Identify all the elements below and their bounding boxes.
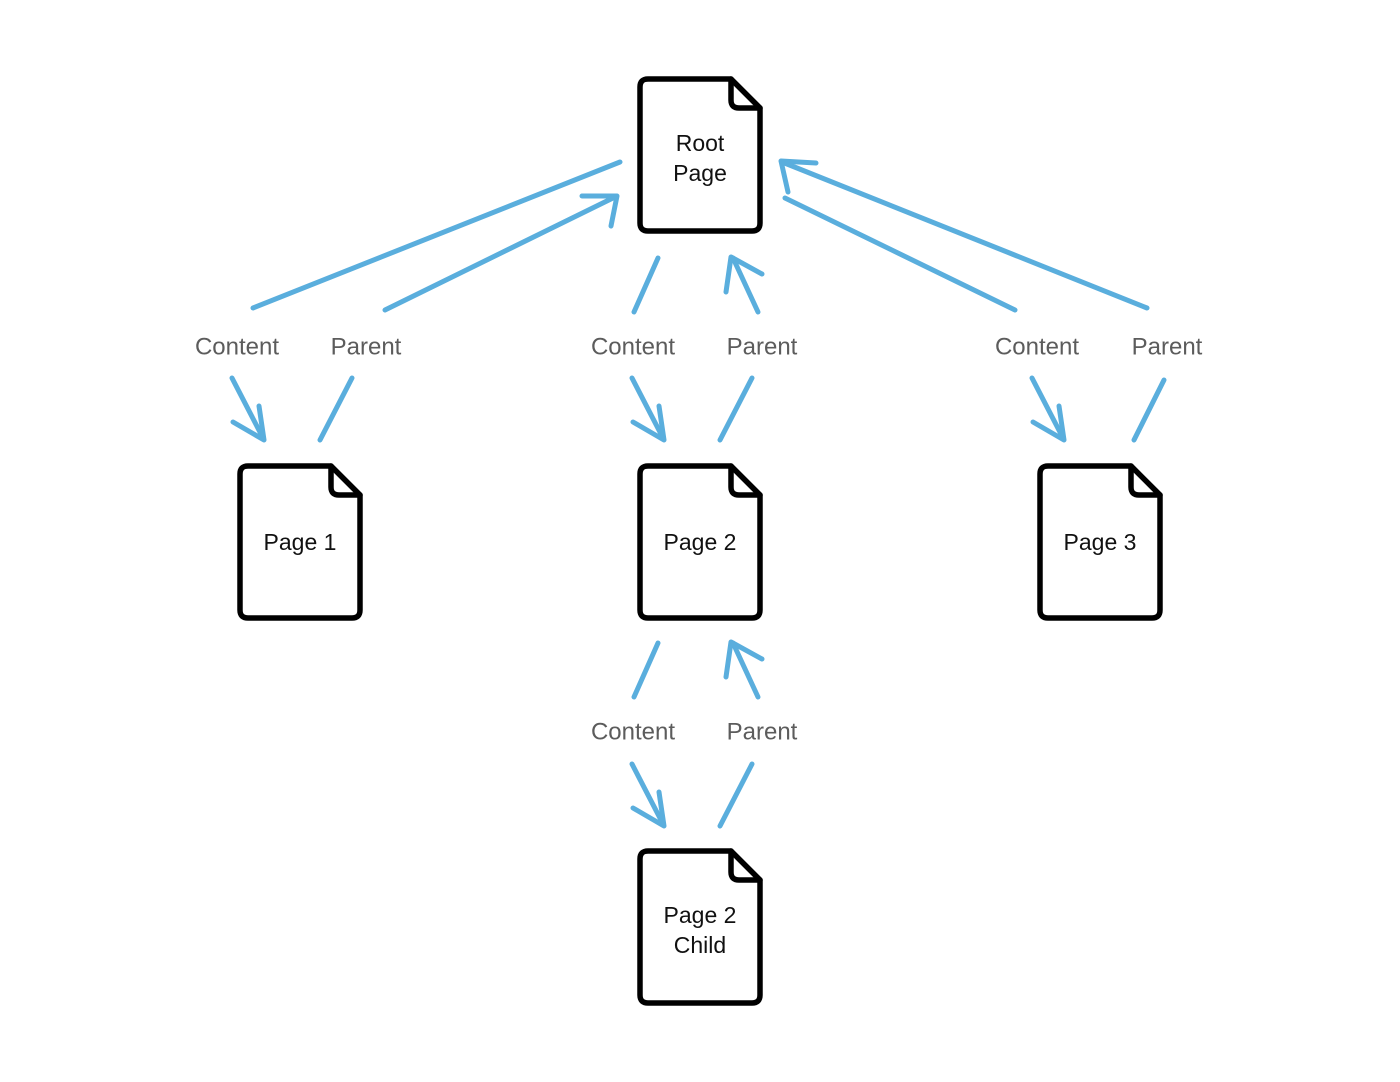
edge-label-bottom-parent: Parent xyxy=(727,718,798,745)
node-label-page3: Page 3 xyxy=(1064,529,1137,555)
arrowhead-bottom-parent-up xyxy=(723,639,765,680)
edge-label-left-content: Content xyxy=(195,333,279,360)
edge-line-left-content-lower xyxy=(229,375,265,439)
edge-line-bottom-parent-upper xyxy=(730,640,761,700)
arrowhead-center-parent-up xyxy=(723,254,765,295)
arrowhead-bottom-content-down xyxy=(630,789,667,829)
edge-label-center-parent: Parent xyxy=(727,333,798,360)
node-page-2[interactable]: Page 2 xyxy=(637,463,763,621)
edge-line-center-parent-upper xyxy=(730,255,761,315)
node-page-1[interactable]: Page 1 xyxy=(237,463,363,621)
edge-line-center-parent-lower xyxy=(717,375,755,443)
arrowhead-left-parent-up xyxy=(579,193,620,229)
node-root-page[interactable]: Root Page xyxy=(637,76,763,234)
node-label-root-line2: Page xyxy=(673,160,727,186)
edge-line-right-content-upper xyxy=(782,195,1018,313)
edge-line-right-content-lower xyxy=(1029,375,1065,439)
node-page-3[interactable]: Page 3 xyxy=(1037,463,1163,621)
document-icon-page2 xyxy=(637,463,763,621)
edge-line-left-parent-upper xyxy=(382,194,618,313)
node-label-page2: Page 2 xyxy=(664,529,737,555)
document-icon-root xyxy=(637,76,763,234)
edge-line-bottom-content-upper xyxy=(631,640,661,700)
document-fold-page3 xyxy=(1128,463,1163,498)
arrowhead-left-content-down xyxy=(230,403,267,443)
document-fold-page2child xyxy=(728,848,763,883)
edge-root-content-page2 xyxy=(629,255,667,443)
document-fold-root xyxy=(728,76,763,111)
edge-root-content-page1 xyxy=(229,159,623,443)
document-fold-page2 xyxy=(728,463,763,498)
edge-line-bottom-parent-lower xyxy=(717,761,755,829)
edge-line-left-parent-lower xyxy=(317,375,355,443)
node-label-root-line1: Root xyxy=(676,130,725,156)
document-icon-page3 xyxy=(1037,463,1163,621)
edge-root-content-page3 xyxy=(782,195,1067,443)
node-label-page2child-line1: Page 2 xyxy=(664,902,737,928)
arrowhead-right-parent-up xyxy=(778,158,819,195)
document-icon-page1 xyxy=(237,463,363,621)
edge-page2-parent-root xyxy=(717,254,765,443)
edge-label-right-parent: Parent xyxy=(1132,333,1203,360)
edge-label-left-parent: Parent xyxy=(331,333,402,360)
edge-page1-parent-root xyxy=(317,193,620,443)
edge-page2-content-child xyxy=(629,640,667,829)
edge-label-right-content: Content xyxy=(995,333,1079,360)
document-icon-page2child xyxy=(637,848,763,1006)
node-label-page1: Page 1 xyxy=(264,529,337,555)
edge-line-right-parent-lower xyxy=(1131,377,1167,443)
edge-line-center-content-lower xyxy=(629,375,665,439)
edge-line-center-content-upper xyxy=(631,255,661,315)
node-page-2-child[interactable]: Page 2 Child xyxy=(637,848,763,1006)
edge-label-center-content: Content xyxy=(591,333,675,360)
node-label-page2child-line2: Child xyxy=(674,932,726,958)
edge-line-left-content-upper xyxy=(250,159,623,311)
edge-line-bottom-content-lower xyxy=(629,761,665,825)
edge-line-right-parent-upper xyxy=(779,159,1150,311)
edge-label-bottom-content: Content xyxy=(591,718,675,745)
edge-child-parent-page2 xyxy=(717,639,765,829)
document-fold-page1 xyxy=(328,463,363,498)
arrowhead-center-content-down xyxy=(630,403,667,443)
edge-page3-parent-root xyxy=(778,158,1167,443)
arrowhead-right-content-down xyxy=(1030,403,1067,443)
